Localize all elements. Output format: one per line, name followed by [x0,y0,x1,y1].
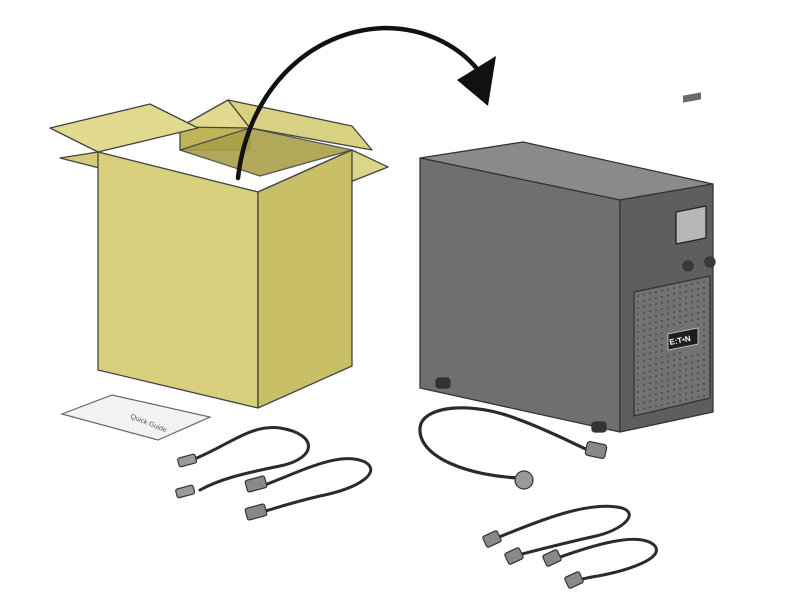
usb-cable-icon [175,426,310,499]
ups-unit-icon [419,92,716,433]
ups-vent-grille [637,280,705,411]
quick-guide-icon: Quick Guide [60,394,212,441]
move-arrow-icon [235,25,496,181]
brand-logo: E:T•N [667,327,699,351]
brand-logo-text: E:T•N [669,334,692,347]
input-power-cord-icon [418,406,608,490]
cardboard-box-icon [49,99,389,409]
output-cords-icon [482,504,658,589]
serial-cable-icon [244,457,373,521]
